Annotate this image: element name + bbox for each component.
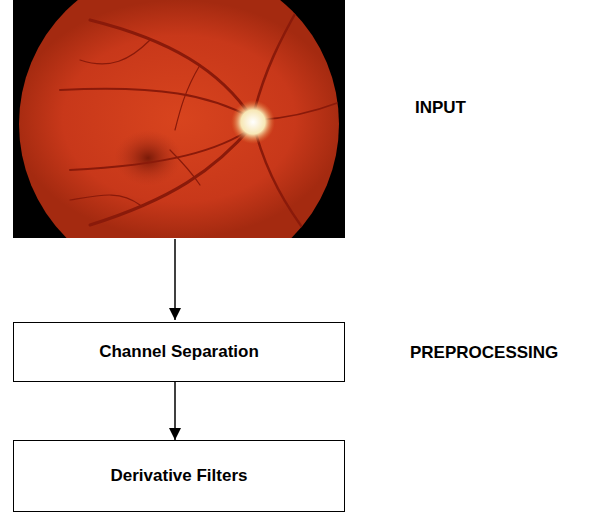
box-label: Channel Separation — [99, 342, 259, 362]
process-box: Derivative Filters — [13, 440, 345, 512]
stage-label: INPUT — [415, 98, 466, 118]
box-label: Derivative Filters — [110, 466, 247, 486]
input-arrow — [174, 239, 176, 320]
stage-label: PREPROCESSING — [410, 343, 558, 363]
flow-arrow — [174, 382, 176, 440]
image-frame — [13, 0, 345, 238]
process-box: Channel Separation — [13, 322, 345, 382]
